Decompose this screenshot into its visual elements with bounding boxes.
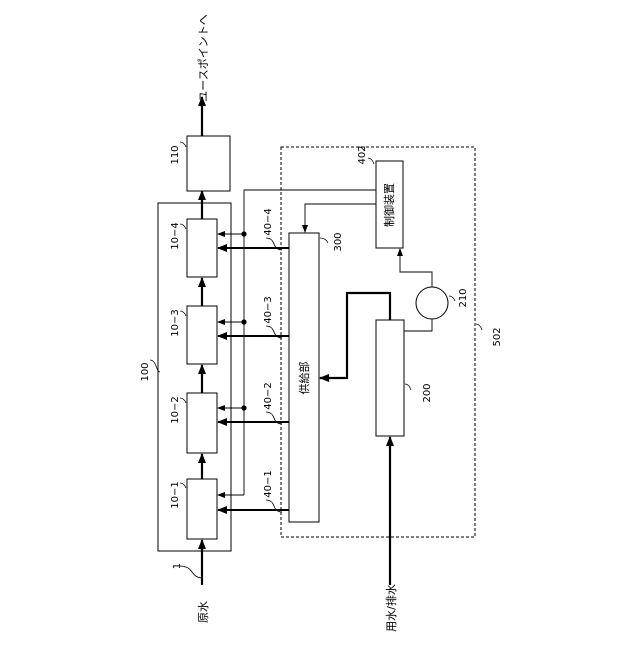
ref-10-4: 10−4: [170, 222, 181, 249]
sensor-210-tap: [404, 319, 432, 331]
block-10-4: [187, 219, 217, 277]
block-10-1: [187, 479, 217, 539]
ref-200: 200: [422, 383, 433, 402]
leader-402: [368, 158, 374, 164]
label-use-point: ユースポイントへ: [197, 14, 210, 101]
label-control-device: 制御装置: [382, 183, 396, 227]
leader-210: [449, 296, 455, 301]
label-supply-unit: 供給部: [297, 362, 311, 395]
ref-10-2: 10−2: [170, 396, 181, 423]
ref-10-1: 10−1: [170, 481, 181, 508]
sensor-210-signal: [400, 249, 432, 287]
label-utility-water: 用水/排水: [384, 584, 398, 632]
block-110: [187, 136, 230, 191]
leader-502: [476, 324, 482, 330]
ref-502: 502: [492, 327, 503, 346]
leader-200: [405, 384, 411, 390]
ref-40-1: 40−1: [263, 470, 274, 497]
ref-100: 100: [140, 362, 151, 381]
leader-300: [320, 238, 328, 243]
ref-1: 1: [172, 563, 183, 569]
block-10-2: [187, 393, 217, 453]
block-10-3: [187, 306, 217, 364]
ref-1-leader: [180, 566, 202, 578]
control-line: [305, 204, 376, 232]
junction-dot-10-3: [241, 319, 246, 324]
junction-dot-10-2: [241, 405, 246, 410]
junction-dot-10-4: [241, 231, 246, 236]
ref-40-3: 40−3: [263, 296, 274, 323]
unit-200: [376, 320, 404, 436]
ref-10-3: 10−3: [170, 309, 181, 336]
ref-110: 110: [170, 145, 181, 164]
ref-402: 402: [357, 145, 368, 164]
ref-40-2: 40−2: [263, 382, 274, 409]
ref-40-4: 40−4: [263, 208, 274, 235]
ref-210: 210: [458, 288, 469, 307]
ref-300: 300: [333, 232, 344, 251]
label-raw-water: 原水: [197, 601, 210, 623]
sensor-210: [416, 287, 448, 319]
